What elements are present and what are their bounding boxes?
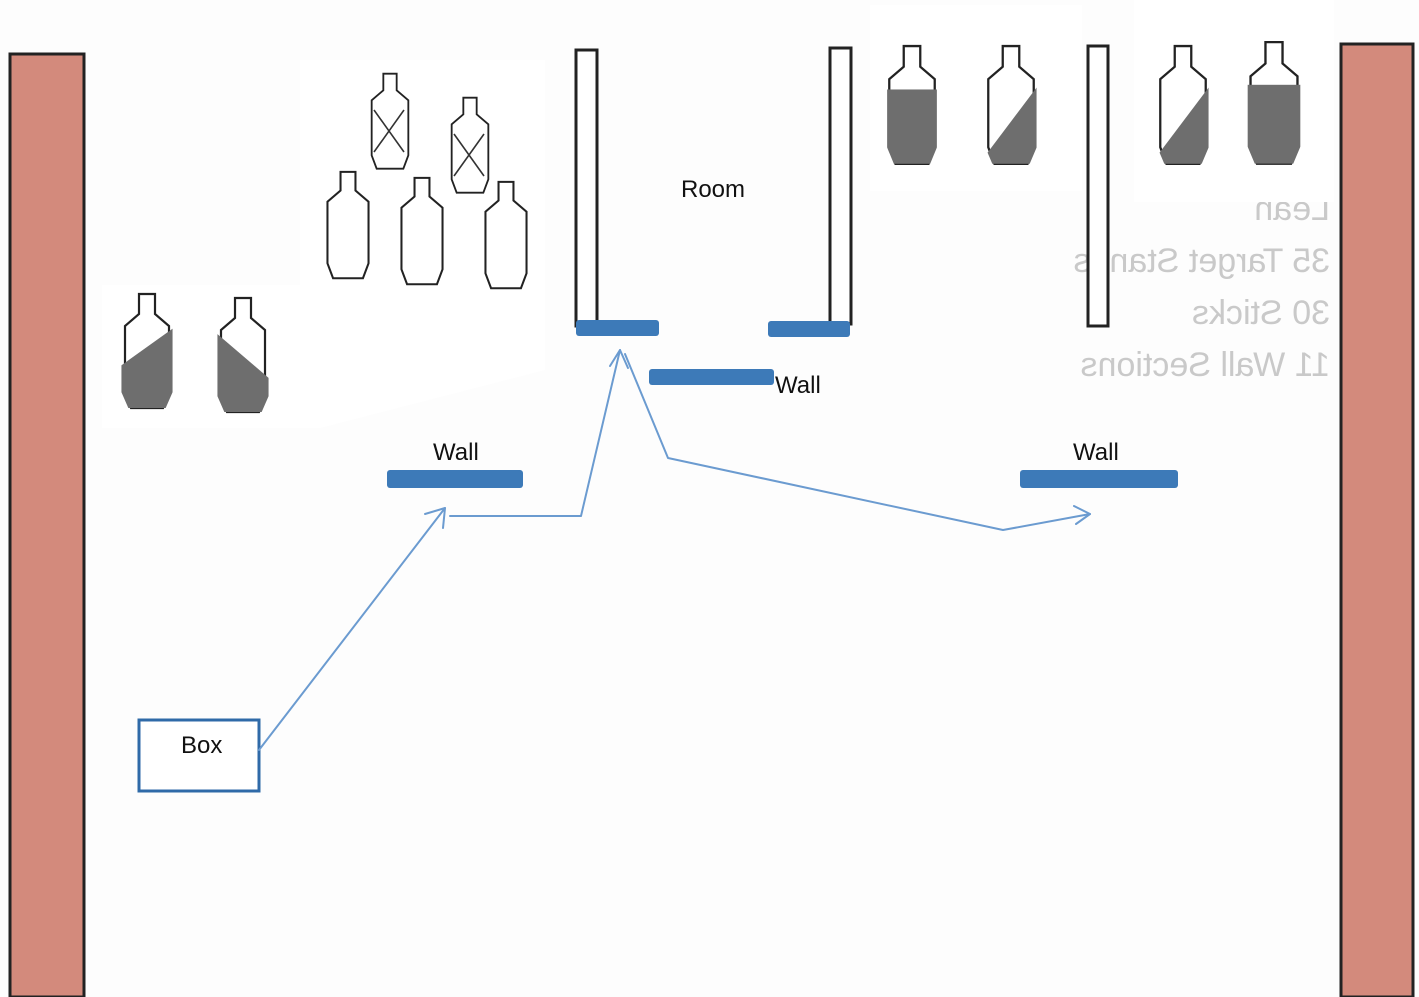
room-label: Room	[681, 176, 745, 203]
right-berm	[1339, 42, 1415, 997]
target-lower-covered-1	[887, 44, 937, 166]
target-sheet-left	[102, 60, 545, 428]
wall-section-room-left	[576, 320, 659, 336]
bleed-line-3: 30 Sticks	[1192, 294, 1330, 332]
target-hardcover-1	[121, 292, 173, 410]
target-diagonal-covered-1	[985, 44, 1037, 166]
room-wall-right	[828, 46, 853, 326]
wall-section-left	[387, 470, 523, 488]
wall-section-room-right	[768, 321, 850, 337]
no-shoot-target-1	[370, 72, 410, 170]
route-room-arrowhead	[609, 349, 629, 369]
route-left-wall-arrowhead	[424, 507, 446, 529]
start-box-label: Box	[181, 732, 222, 759]
movement-route	[258, 349, 1091, 751]
room-wall-left	[574, 48, 599, 328]
wall-left-label: Wall	[433, 439, 479, 466]
bleed-through-text: Lean 35 Target Stands 30 Sticks 11 Wall …	[1074, 190, 1330, 384]
route-to-right-wall	[624, 353, 1091, 531]
target-diagonal-covered-2	[1157, 44, 1209, 166]
wall-section-center	[649, 369, 774, 385]
wall-center-label: Wall	[775, 372, 821, 399]
bleed-line-2: 35 Target Stands	[1074, 242, 1330, 280]
route-right-wall-arrowhead	[1073, 505, 1091, 525]
left-berm	[8, 52, 86, 997]
route-to-room	[449, 349, 621, 517]
no-shoot-target-2	[450, 96, 490, 194]
wall-right-label: Wall	[1073, 439, 1119, 466]
wall-section-right	[1020, 470, 1178, 488]
room-wall-far-right	[1086, 44, 1110, 328]
route-box-to-left-wall	[258, 507, 446, 751]
bleed-line-4: 11 Wall Sections	[1081, 346, 1330, 384]
target-hardcover-2	[217, 296, 269, 414]
start-box	[137, 718, 261, 793]
target-lower-covered-2	[1247, 40, 1301, 166]
